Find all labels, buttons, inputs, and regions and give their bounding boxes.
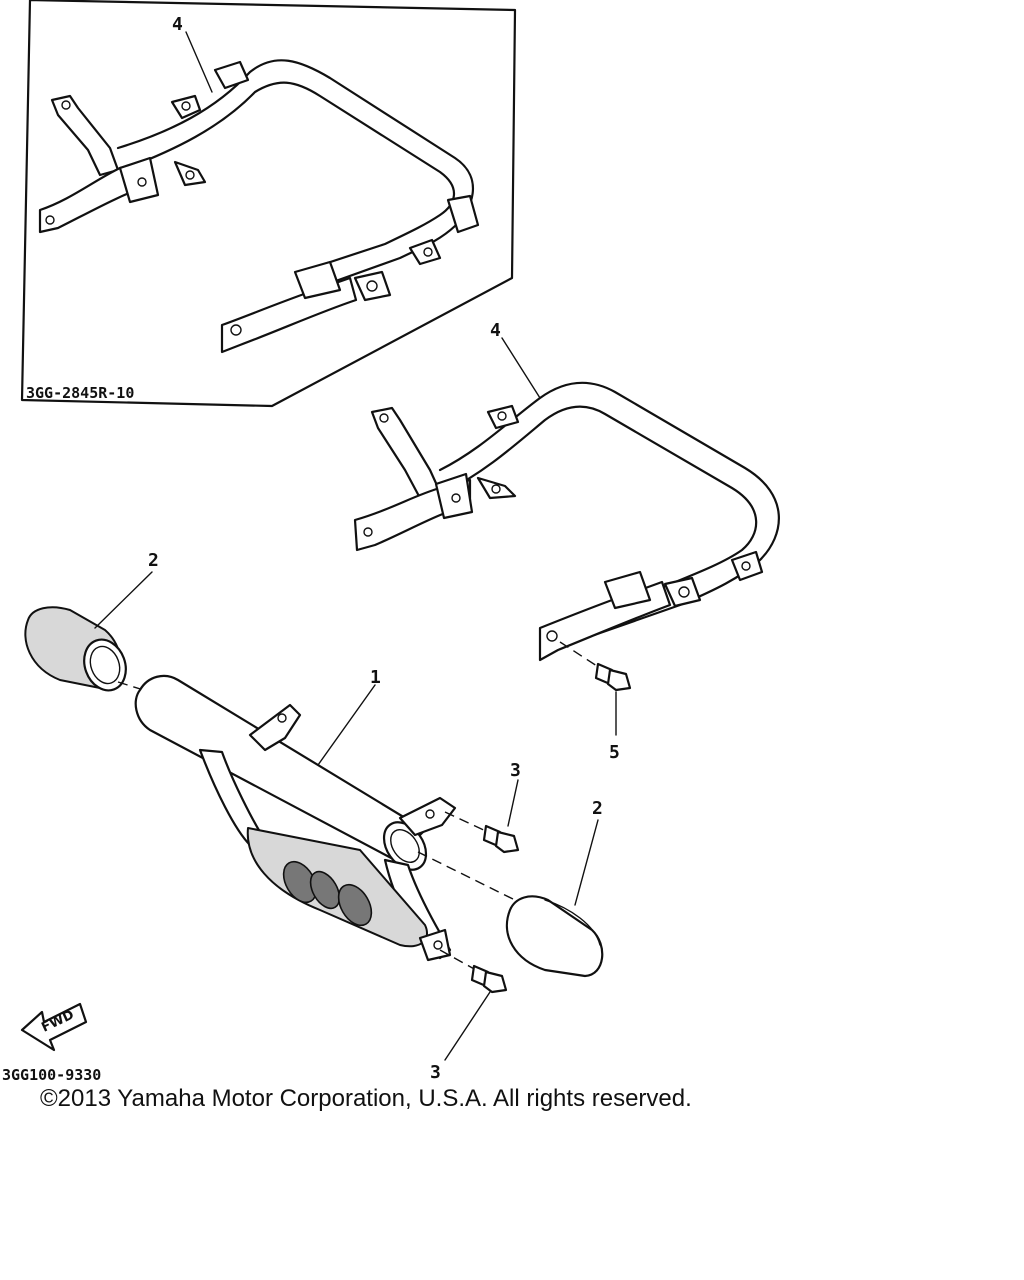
- bolt-part-5: [594, 662, 632, 692]
- bumper-part-1: [134, 674, 457, 962]
- inset-guard: [38, 59, 480, 354]
- callout-4-inset: 4: [172, 14, 183, 35]
- end-cap-right-part-2: [505, 895, 604, 978]
- callout-3-lower: 3: [430, 1062, 441, 1083]
- inset-box-outline: [20, 0, 517, 408]
- callout-2-left: 2: [148, 550, 159, 571]
- fwd-arrow-icon: FWD: [20, 1002, 88, 1052]
- callout-3-upper: 3: [510, 760, 521, 781]
- callout-4-main: 4: [490, 320, 501, 341]
- callout-2-right: 2: [592, 798, 603, 819]
- end-cap-left-part-2: [24, 606, 127, 692]
- copyright-notice: ©2013 Yamaha Motor Corporation, U.S.A. A…: [40, 1085, 692, 1112]
- diagram-part-code: 3GG100-9330: [2, 1066, 101, 1084]
- callout-1: 1: [370, 667, 381, 688]
- callout-5: 5: [609, 742, 620, 763]
- bolt-part-3-lower: [470, 964, 508, 994]
- inset-part-code: 3GG-2845R-10: [26, 384, 134, 402]
- bolt-part-3-upper: [482, 824, 520, 854]
- rear-guard-part-4: [353, 381, 780, 662]
